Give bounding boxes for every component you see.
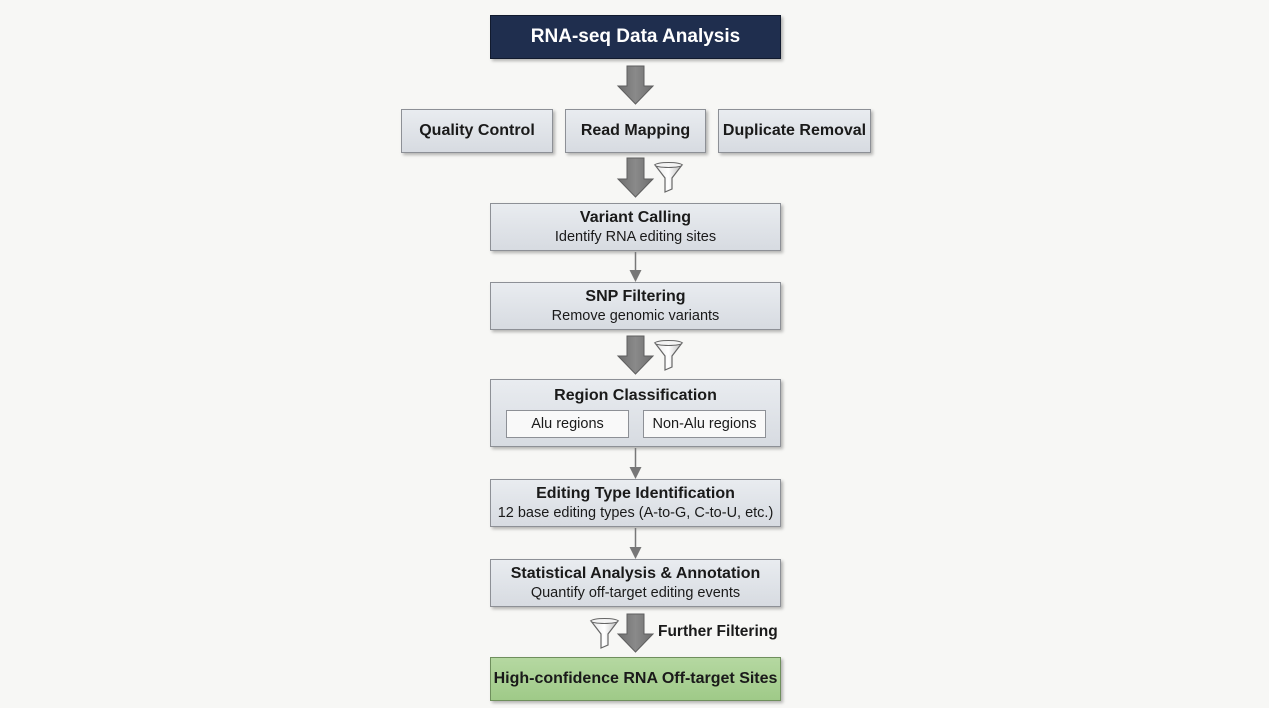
down-arrow-icon (616, 613, 655, 653)
funnel-rim (654, 340, 683, 346)
header-title: RNA-seq Data Analysis (530, 26, 741, 47)
duplicate-removal-box: Duplicate Removal (718, 109, 871, 153)
down-arrow-icon (616, 157, 655, 198)
statistical-analysis-subtitle: Quantify off-target editing events (530, 585, 741, 601)
variant-calling-subtitle: Identify RNA editing sites (554, 229, 717, 245)
statistical-analysis-box: Statistical Analysis & Annotation Quanti… (490, 559, 781, 607)
duplicate-removal-label: Duplicate Removal (722, 122, 867, 139)
editing-type-box: Editing Type Identification 12 base edit… (490, 479, 781, 527)
funnel-rim (654, 162, 683, 168)
down-arrow-icon (616, 65, 655, 105)
quality-control-label: Quality Control (419, 122, 535, 139)
statistical-analysis-title: Statistical Analysis & Annotation (510, 565, 761, 582)
funnel-icon (589, 620, 620, 649)
variant-calling-box: Variant Calling Identify RNA editing sit… (490, 203, 781, 251)
variant-calling-title: Variant Calling (579, 209, 692, 226)
snp-filtering-title: SNP Filtering (585, 288, 686, 305)
quality-control-box: Quality Control (401, 109, 553, 153)
read-mapping-label: Read Mapping (580, 122, 691, 139)
funnel-icon (653, 342, 684, 371)
further-filtering-label: Further Filtering (658, 623, 778, 640)
region-classification-title: Region Classification (554, 387, 717, 404)
result-box: High-confidence RNA Off-target Sites (490, 657, 781, 701)
result-title: High-confidence RNA Off-target Sites (493, 670, 778, 687)
down-arrow-icon (616, 335, 655, 375)
snp-filtering-subtitle: Remove genomic variants (551, 308, 720, 324)
funnel-icon (653, 164, 684, 193)
read-mapping-box: Read Mapping (565, 109, 706, 153)
alu-regions-box: Alu regions (506, 410, 629, 438)
editing-type-subtitle: 12 base editing types (A-to-G, C-to-U, e… (497, 505, 774, 521)
rna-seq-header-box: RNA-seq Data Analysis (490, 15, 781, 59)
snp-filtering-box: SNP Filtering Remove genomic variants (490, 282, 781, 330)
editing-type-title: Editing Type Identification (536, 485, 735, 502)
non-alu-regions-box: Non-Alu regions (643, 410, 766, 438)
funnel-rim (590, 618, 619, 624)
